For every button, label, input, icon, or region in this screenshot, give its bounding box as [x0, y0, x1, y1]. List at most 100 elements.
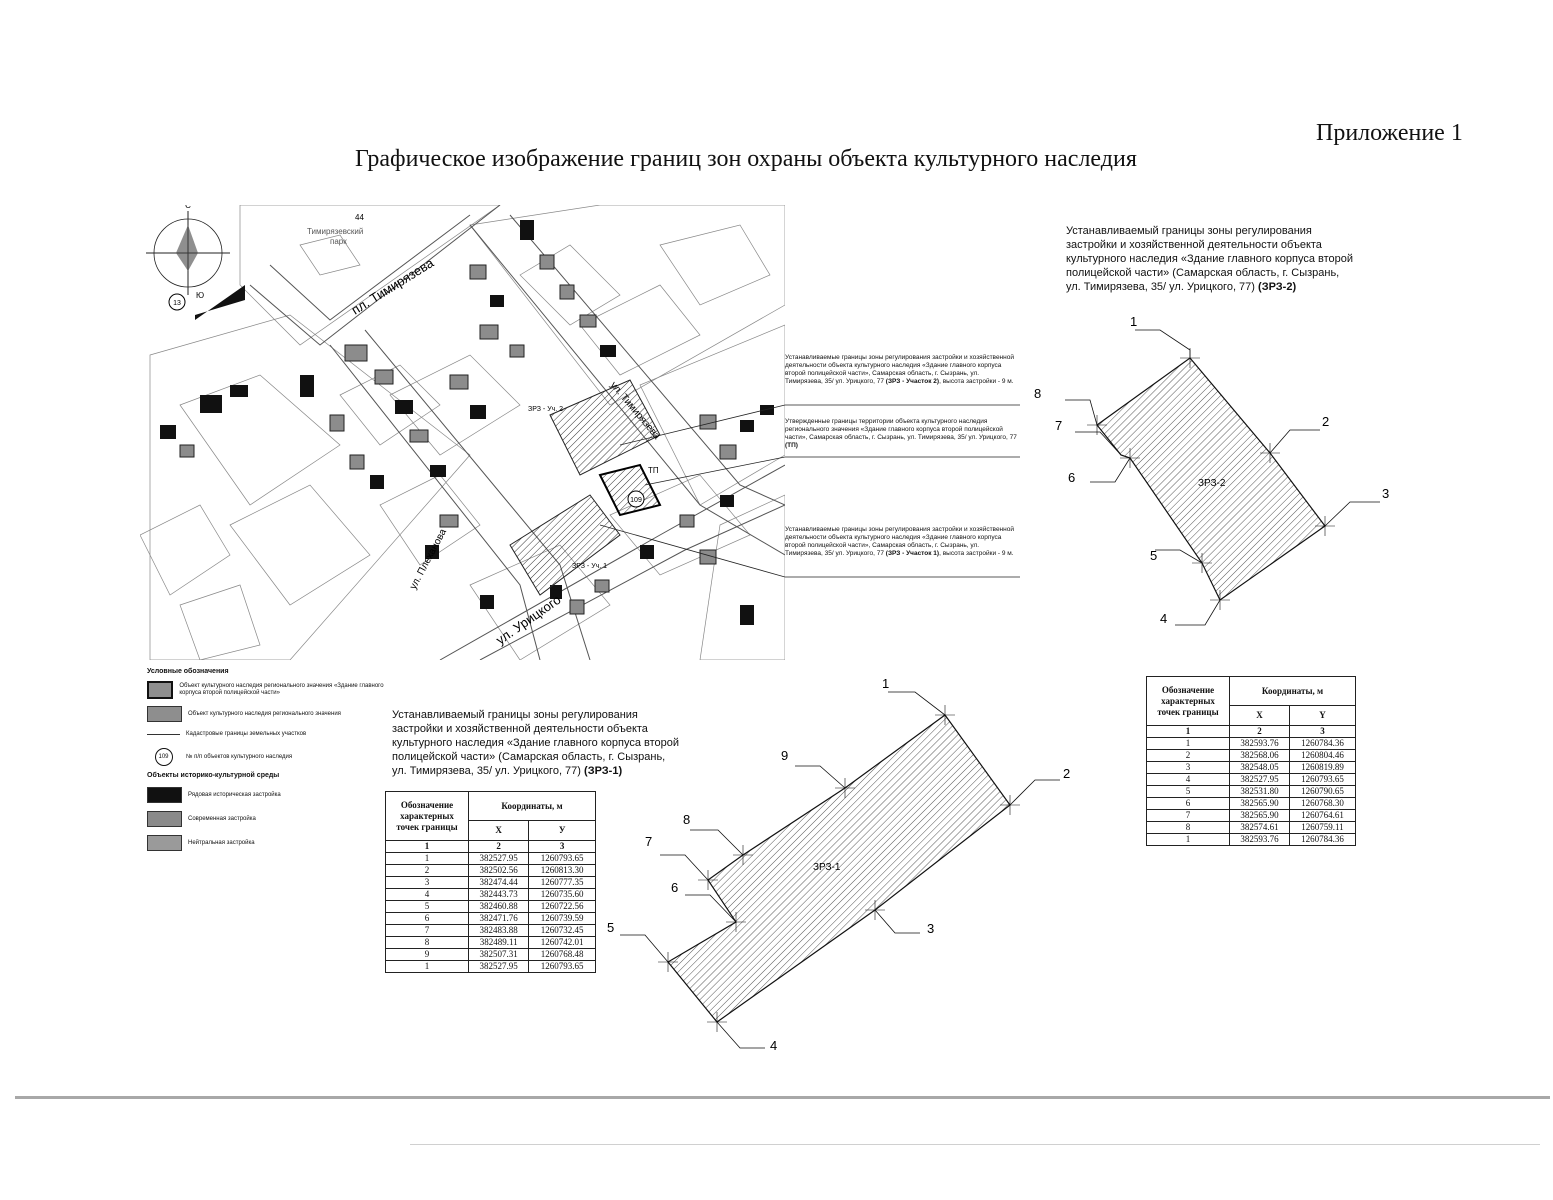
zrz2-cell-point: 8 — [1146, 821, 1230, 834]
zrz1-cell-x: 382489.11 — [467, 936, 530, 949]
object-marker — [627, 490, 645, 508]
zrz1-cell-x: 382527.95 — [467, 852, 530, 865]
zrz1-cell-point: 7 — [385, 924, 469, 937]
compass-south-label: Ю — [196, 291, 204, 300]
zrz2-point-2: 2 — [1322, 414, 1329, 429]
legend-line-symbol — [147, 734, 180, 735]
legend-swatch-main-object — [147, 681, 174, 699]
zrz2-head-point: Обозначение характерных точек границы — [1146, 676, 1230, 726]
callout-zrz1-text: Устанавливаемые границы зоны регулирован… — [785, 526, 1014, 557]
zrz2-point-3: 3 — [1382, 486, 1389, 501]
legend-item: Объект культурного наследия региональног… — [147, 681, 387, 699]
legend-item: 109 № п/п объектов культурного наследия — [147, 748, 387, 766]
zrz1-description-text: Устанавливаемый границы зоны регулирован… — [392, 709, 680, 777]
legend-swatch-object — [147, 706, 182, 722]
legend-swatch-neutral — [147, 835, 182, 851]
zrz2-cell-y: 1260784.36 — [1288, 737, 1357, 750]
zrz1-boundary-diagram: 1 2 3 4 5 6 7 8 9 ЗРЗ-1 — [607, 676, 1070, 1053]
legend-swatch-historic — [147, 787, 182, 803]
zrz2-point-1: 1 — [1130, 314, 1137, 329]
zrz1-point-9: 9 — [781, 748, 788, 763]
callout-zrz2-code: (ЗРЗ - Участок 2) — [885, 378, 940, 385]
zrz1-cell-point: 8 — [385, 936, 469, 949]
park-label-2: парк — [330, 237, 347, 246]
zrz1-cell-y: 1260732.45 — [528, 924, 596, 937]
zrz1-description-code: (ЗРЗ-1) — [584, 765, 623, 777]
legend-item: Кадастровые границы земельных участков — [147, 731, 387, 738]
zrz2-cell-y: 1260793.65 — [1288, 773, 1357, 786]
zrz2-point-8: 8 — [1034, 386, 1041, 401]
callout-zrz1-code: (ЗРЗ - Участок 1) — [885, 550, 940, 557]
legend-text: Современная застройка — [188, 815, 256, 822]
zrz2-cell-y: 1260819.89 — [1288, 761, 1357, 774]
page-title: Графическое изображение границ зон охран… — [355, 146, 1137, 172]
zrz1-colnum-3: 3 — [528, 840, 596, 853]
zrz1-description: Устанавливаемый границы зоны регулирован… — [392, 708, 682, 778]
zrz1-cell-y: 1260722.56 — [528, 900, 596, 913]
legend-text: Нейтральная застройка — [188, 839, 255, 846]
legend-text: Кадастровые границы земельных участков — [186, 731, 307, 737]
zrz2-coordinates-table: Обозначение характерных точек границы Ко… — [1146, 676, 1357, 846]
callout-lines — [785, 404, 1020, 578]
zrz1-cell-point: 2 — [385, 864, 469, 877]
zrz1-point-4: 4 — [770, 1038, 777, 1053]
cadastral-map: 109 ТП ЗРЗ - Уч. 2 ЗРЗ - Уч. 1 С Ю 13 44… — [140, 205, 785, 660]
zrz1-cell-point: 6 — [385, 912, 469, 925]
zrz1-cell-x: 382502.56 — [467, 864, 530, 877]
zrz2-cell-y: 1260804.46 — [1288, 749, 1357, 762]
zrz2-cell-x: 382593.76 — [1229, 833, 1290, 846]
zrz2-cell-x: 382565.90 — [1229, 797, 1290, 810]
scan-line-bottom — [410, 1144, 1540, 1145]
zrz2-cell-point: 5 — [1146, 785, 1230, 798]
zrz2-colnum-2: 2 — [1229, 725, 1290, 738]
other-object-number: 13 — [173, 300, 181, 307]
zrz1-cell-point: 9 — [385, 948, 469, 961]
zrz2-cell-x: 382531.80 — [1229, 785, 1290, 798]
tp-label: ТП — [648, 466, 659, 475]
zrz2-cell-x: 382548.05 — [1229, 761, 1290, 774]
zrz1-point-7: 7 — [645, 834, 652, 849]
zrz2-point-5: 5 — [1150, 548, 1157, 563]
zrz1-cell-y: 1260739.59 — [528, 912, 596, 925]
zrz1-cell-x: 382443.73 — [467, 888, 530, 901]
zrz2-colnum-1: 1 — [1146, 725, 1230, 738]
callout-tp-text: Утвержденные границы территории объекта … — [785, 418, 1017, 441]
zrz1-colnum-1: 1 — [385, 840, 469, 853]
zrz2-cell-y: 1260784.36 — [1288, 833, 1357, 846]
zrz1-cell-y: 1260768.48 — [528, 948, 596, 961]
callout-tp-code: (ТП) — [785, 442, 798, 449]
other-object-marker — [168, 293, 186, 311]
zrz1-head-x: X — [467, 820, 530, 841]
callout-tp-territory: Утвержденные границы территории объекта … — [785, 418, 1017, 450]
zrz2-cell-point: 4 — [1146, 773, 1230, 786]
legend-subtitle: Объекты историко-культурной среды — [147, 772, 280, 779]
zrz2-cell-y: 1260768.30 — [1288, 797, 1357, 810]
zrz1-head-coords: Координаты, м — [468, 791, 596, 821]
zrz1-polygon — [667, 714, 1011, 1023]
zrz2-point-7: 7 — [1055, 418, 1062, 433]
zrz1-cell-x: 382474.44 — [467, 876, 530, 889]
zrz1-cell-x: 382483.88 — [467, 924, 530, 937]
zrz1-cell-y: 1260813.30 — [528, 864, 596, 877]
zrz2-cell-x: 382565.90 — [1229, 809, 1290, 822]
zrz2-cell-x: 382568.06 — [1229, 749, 1290, 762]
scan-line-top — [15, 1096, 1550, 1099]
tp-territory-area — [598, 463, 662, 517]
zrz2-label: ЗРЗ-2 — [1198, 478, 1226, 489]
callout-zrz2-plot: Устанавливаемые границы зоны регулирован… — [785, 354, 1017, 386]
legend-text: Рядовая историческая застройка — [188, 791, 281, 798]
zrz2-cell-x: 382574.61 — [1229, 821, 1290, 834]
zrz1-cell-y: 1260793.65 — [528, 960, 596, 973]
legend-text: Объект культурного наследия региональног… — [179, 683, 384, 696]
legend-text: Объект культурного наследия региональног… — [188, 710, 341, 717]
zrz2-cell-point: 1 — [1146, 833, 1230, 846]
zrz1-cell-point: 4 — [385, 888, 469, 901]
zrz1-cell-point: 3 — [385, 876, 469, 889]
